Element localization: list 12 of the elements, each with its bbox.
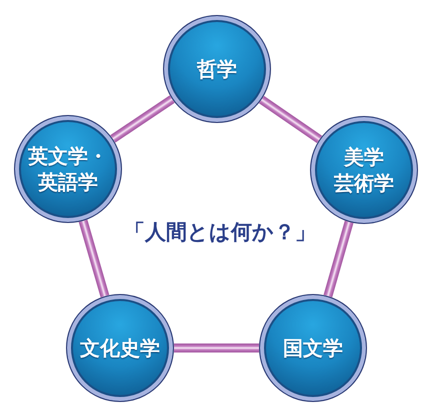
double-line-connector [324, 220, 354, 298]
central-question: 「人間とは何か？」 [124, 220, 316, 245]
node-label: 哲学 [197, 56, 237, 82]
node-label: 美学 [344, 144, 384, 170]
double-line-connector [258, 96, 322, 144]
double-line-connector [78, 220, 110, 298]
node-label: 芸術学 [334, 170, 394, 196]
node-label: 英文学・英語学 [27, 143, 109, 195]
double-line-connector [174, 344, 259, 352]
node-label: 国文学 [283, 335, 343, 361]
double-line-connector [110, 95, 175, 143]
node-label: 文化史学 [80, 335, 160, 361]
